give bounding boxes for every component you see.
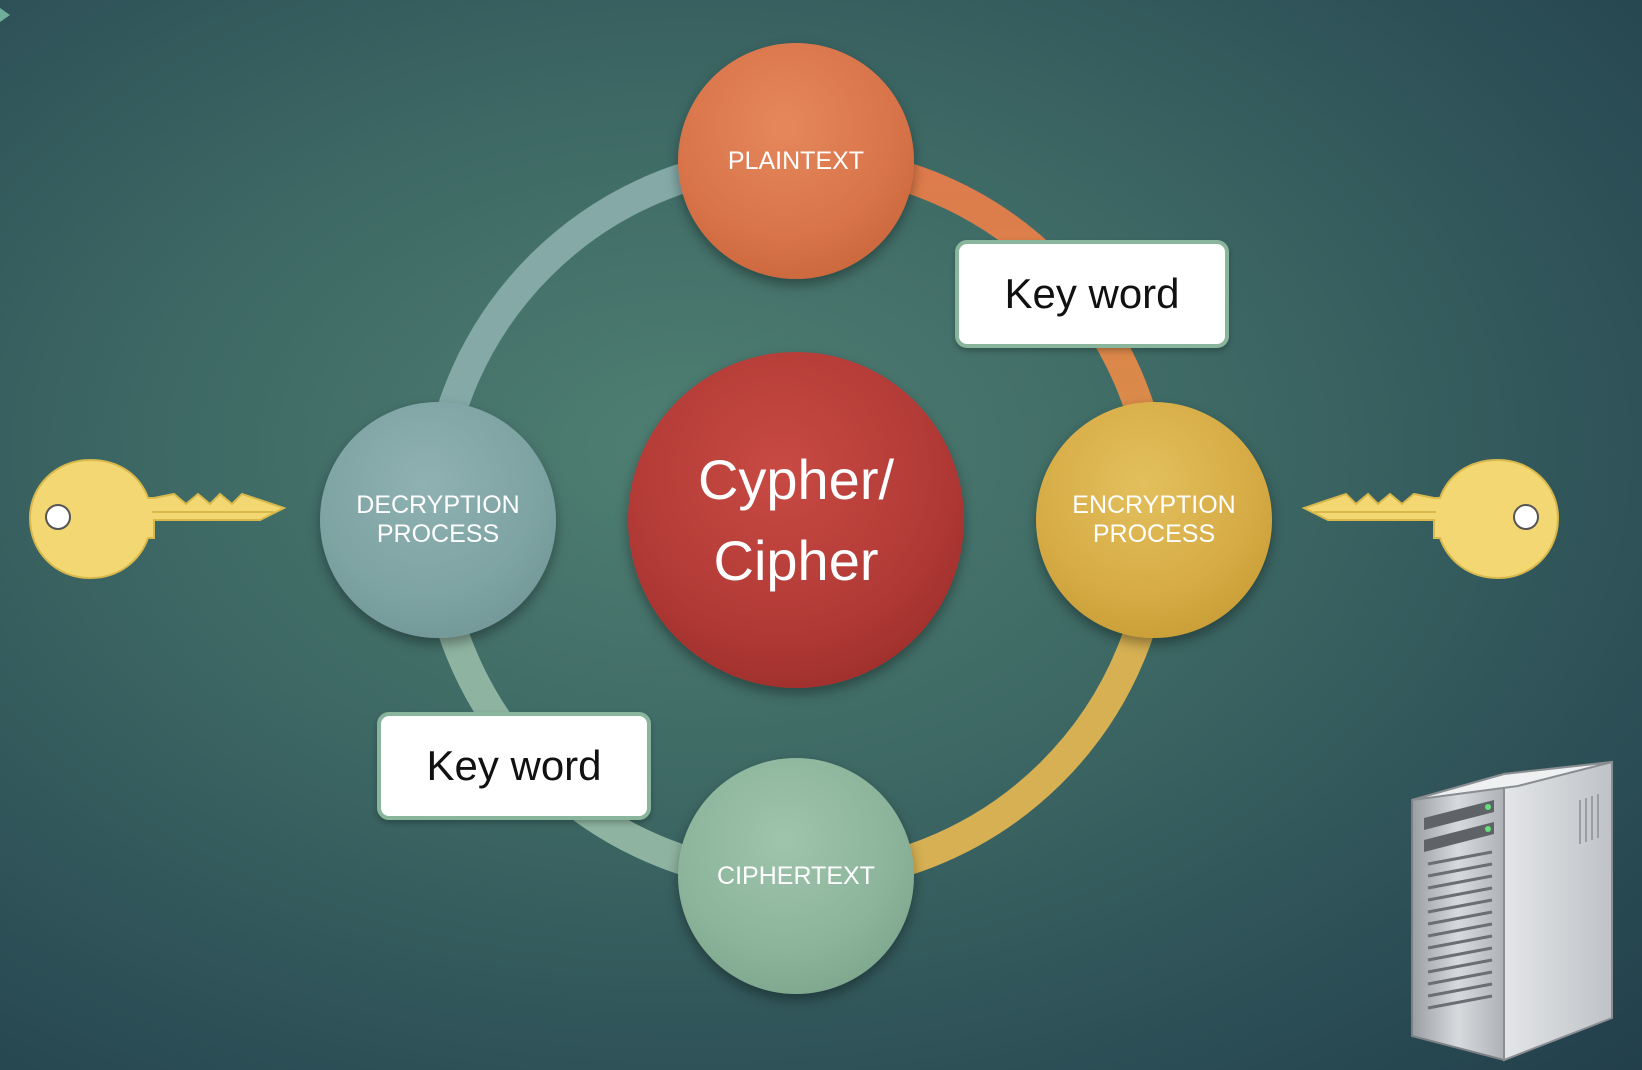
key-icon bbox=[1301, 458, 1560, 580]
encryption-process-label: ENCRYPTION PROCESS bbox=[1072, 491, 1236, 548]
keyword-callout-bottom-text: Key word bbox=[426, 742, 602, 789]
keyword-callout-top: Key word bbox=[955, 240, 1229, 348]
cipher-center-node: Cypher/ Cipher bbox=[628, 352, 964, 688]
server-icon bbox=[1411, 760, 1613, 1062]
decryption-process-label: DECRYPTION PROCESS bbox=[356, 491, 520, 548]
encryption-process-node: ENCRYPTION PROCESS bbox=[1036, 402, 1272, 638]
plaintext-node: PLAINTEXT bbox=[678, 43, 914, 279]
cipher-center-label: Cypher/ Cipher bbox=[697, 447, 895, 592]
slide-marker bbox=[0, 8, 10, 22]
key-icon bbox=[28, 458, 287, 580]
plaintext-label: PLAINTEXT bbox=[727, 146, 865, 175]
keyword-callout-bottom: Key word bbox=[377, 712, 651, 820]
ciphertext-node: CIPHERTEXT bbox=[678, 758, 914, 994]
decryption-process-node: DECRYPTION PROCESS bbox=[320, 402, 556, 638]
keyword-callout-top-text: Key word bbox=[1004, 270, 1180, 317]
ciphertext-label: CIPHERTEXT bbox=[717, 861, 875, 890]
